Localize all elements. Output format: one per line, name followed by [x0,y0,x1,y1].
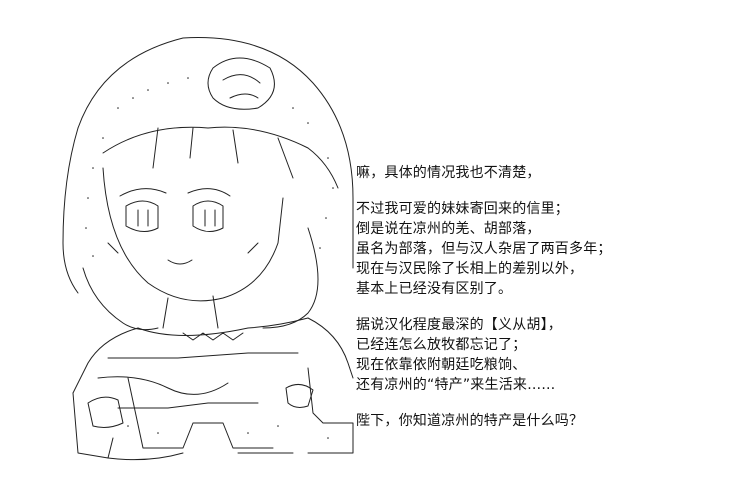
hair-left-edge [62,127,79,294]
right-shoulder [307,317,354,379]
brows [119,188,231,197]
dialogue-line-6: 基本上已经没有区别了。 [356,281,513,297]
dialogue-line-5: 现在与汉民除了长相上的差别以外， [356,261,584,277]
paragraph-gap [356,183,716,199]
robe-fold-2 [97,376,229,395]
side-lock-left [82,267,159,331]
dialogue-line-8: 已经连怎么放牧都忘记了； [356,337,527,353]
robe-right [307,367,354,454]
dialogue-line-10: 还有凉州的“特产”来生活来…… [356,377,556,393]
right-eye [192,200,224,232]
dialogue-text: 嘛，具体的情况我也不清楚， 不过我可爱的妹妹寄回来的信里； 倒是说在凉州的羌、胡… [356,163,716,431]
robe-hem [107,452,294,461]
cheek-lines [107,242,259,254]
dialogue-line-4: 虽名为部落，但与汉人杂居了两百多年； [356,241,612,257]
left-shoulder [72,327,139,394]
dialogue-line-1: 嘛，具体的情况我也不清楚， [356,165,541,181]
dialogue-line-9: 现在依靠依附朝廷吃粮饷、 [356,357,527,373]
left-eye [125,200,159,232]
bangs [102,126,339,189]
ascii-character-portrait [62,37,354,461]
sleeve-left [87,396,124,428]
robe-center [127,377,274,449]
robe-fold-1 [107,352,299,359]
dialogue-line-2: 不过我可爱的妹妹寄回来的信里； [356,201,569,217]
collar [137,317,309,336]
hair-bun-inner [222,74,261,99]
hair-outline [77,37,354,269]
bangs-strands [152,127,294,179]
right-eye-pupil [204,209,216,227]
hand-right [285,384,314,408]
paragraph-gap [356,299,716,315]
face-outline [102,167,284,302]
collar-zigzag [182,332,244,341]
side-lock-right [262,227,319,329]
hair-bun [207,57,275,110]
dialogue-line-3: 倒是说在凉州的羌、胡部落， [356,221,541,237]
dialogue-line-7: 据说汉化程度最深的【义从胡】， [356,317,562,333]
robe-left [72,392,114,459]
neck [162,295,219,329]
robe-fold-3 [117,402,259,409]
left-eye-pupil [137,209,149,227]
dialogue-line-11: 陛下，你知道凉州的特产是什么吗？ [356,413,584,429]
mouth [167,259,193,265]
paragraph-gap [356,395,716,411]
